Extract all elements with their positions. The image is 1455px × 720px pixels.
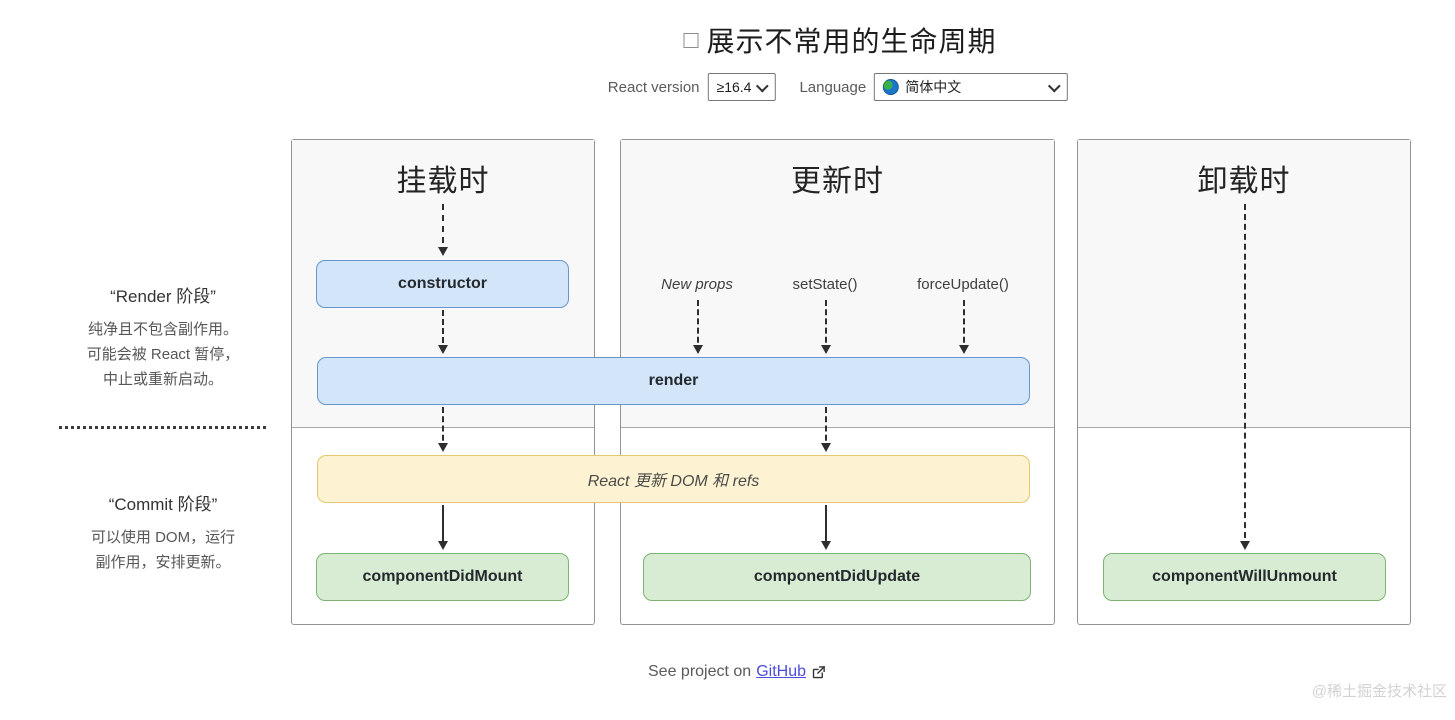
controls-row: React version ≥16.4 Language 简体中文 xyxy=(607,73,1069,101)
render-phase-title: “Render 阶段” xyxy=(110,287,216,306)
watermark: @稀土掘金技术社区 xyxy=(1311,683,1447,700)
arrow-render-to-dom-update-updating xyxy=(821,407,831,452)
render-phase-label: “Render 阶段” 纯净且不包含副作用。 可能会被 React 暂停， 中止… xyxy=(40,282,286,392)
method-box-component-did-update[interactable]: componentDidUpdate xyxy=(643,553,1031,601)
column-title-mounting: 挂载时 xyxy=(396,165,490,198)
trigger-new-props: New props xyxy=(661,276,733,293)
render-phase-line: 纯净且不包含副作用。 xyxy=(87,321,238,338)
arrow-mounting-to-constructor xyxy=(438,204,448,256)
render-phase-line: 中止或重新启动。 xyxy=(102,371,223,388)
commit-phase-description: 可以使用 DOM，运行 副作用，安排更新。 xyxy=(40,525,286,575)
chevron-down-icon xyxy=(755,79,769,92)
method-box-component-will-unmount[interactable]: componentWillUnmount xyxy=(1103,553,1386,601)
page-title: 展示不常用的生命周期 xyxy=(706,26,997,57)
react-version-value: ≥16.4 xyxy=(716,79,752,95)
arrow-new-props-to-render xyxy=(693,300,703,354)
commit-phase-title: “Commit 阶段” xyxy=(108,495,218,514)
globe-icon xyxy=(883,79,900,95)
language-select[interactable]: 简体中文 xyxy=(874,73,1069,101)
footer-text: See project on xyxy=(648,663,752,680)
arrow-dom-update-to-did-mount xyxy=(438,505,448,550)
arrow-set-state-to-render xyxy=(821,300,831,354)
title-row: 展示不常用的生命周期 xyxy=(683,20,996,60)
react-version-label: React version xyxy=(607,78,700,96)
arrow-constructor-to-render xyxy=(438,310,448,354)
column-title-updating: 更新时 xyxy=(791,165,884,198)
render-phase-description: 纯净且不包含副作用。 可能会被 React 暂停， 中止或重新启动。 xyxy=(40,317,286,392)
column-title-unmounting: 卸载时 xyxy=(1197,165,1291,198)
github-link[interactable]: GitHub xyxy=(756,663,806,680)
show-less-common-lifecycles-checkbox[interactable] xyxy=(683,32,699,48)
phase-divider xyxy=(59,426,268,429)
method-box-component-did-mount[interactable]: componentDidMount xyxy=(316,553,569,601)
arrow-force-update-to-render xyxy=(959,300,969,354)
react-version-select[interactable]: ≥16.4 xyxy=(707,73,776,101)
react-updates-dom-box: React 更新 DOM 和 refs xyxy=(317,455,1030,503)
chevron-down-icon xyxy=(1048,79,1062,92)
method-box-render[interactable]: render xyxy=(317,357,1030,405)
language-label: Language xyxy=(799,78,867,96)
arrow-render-to-dom-update-mounting xyxy=(438,407,448,452)
arrow-unmounting-to-will-unmount xyxy=(1240,204,1250,550)
external-link-icon xyxy=(812,665,826,678)
arrow-dom-update-to-did-update xyxy=(821,505,831,550)
render-phase-line: 可能会被 React 暂停， xyxy=(86,346,240,363)
commit-phase-line: 可以使用 DOM，运行 xyxy=(90,529,236,546)
commit-phase-line: 副作用，安排更新。 xyxy=(95,554,231,571)
language-value: 简体中文 xyxy=(905,79,962,95)
method-box-constructor[interactable]: constructor xyxy=(316,260,569,308)
commit-phase-label: “Commit 阶段” 可以使用 DOM，运行 副作用，安排更新。 xyxy=(40,490,286,575)
trigger-set-state: setState() xyxy=(792,276,858,293)
footer: See project on GitHub xyxy=(648,663,826,681)
trigger-force-update: forceUpdate() xyxy=(917,276,1009,293)
